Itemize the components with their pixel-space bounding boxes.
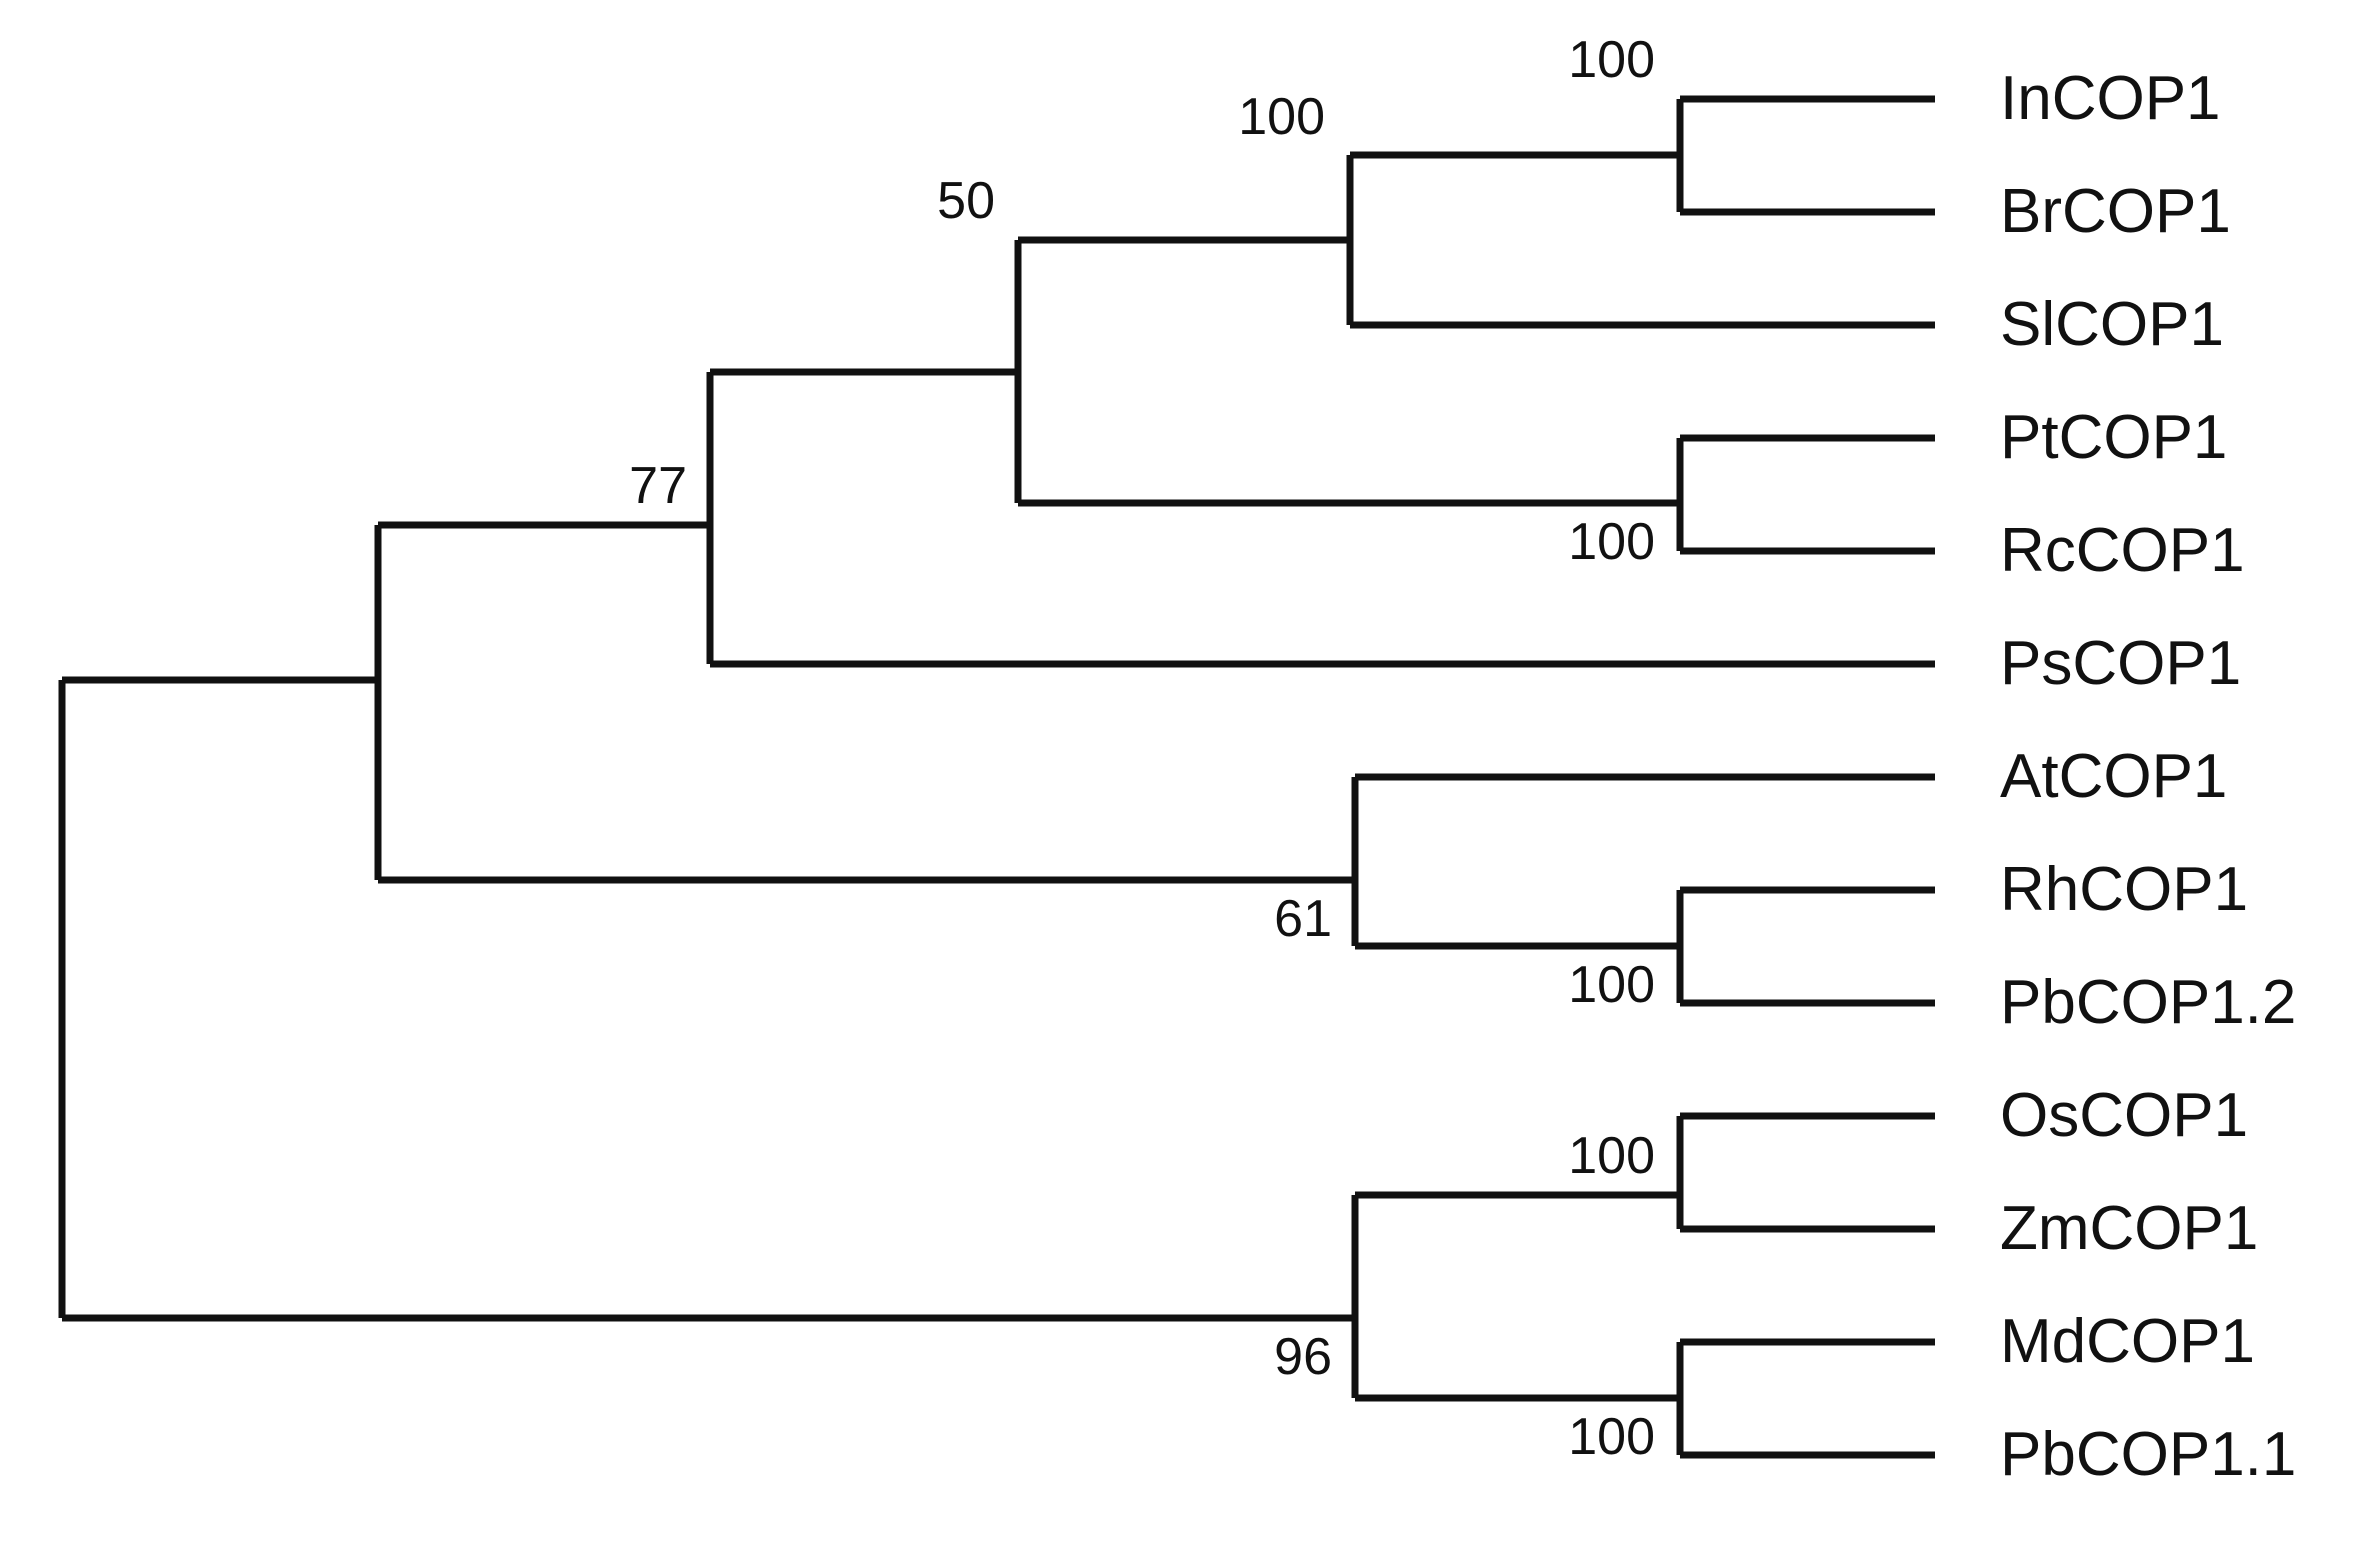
leaf-label-pbcop1-2: PbCOP1.2 [2000,968,2297,1037]
support-value-96-node: 96 [1274,1328,1332,1386]
leaf-label-incop1: InCOP1 [2000,64,2221,133]
leaf-label-slcop1: SlCOP1 [2000,290,2224,359]
support-value-incop1-brcop1: 100 [1568,31,1655,89]
leaf-label-atcop1: AtCOP1 [2000,742,2228,811]
leaf-label-zmcop1: ZmCOP1 [2000,1194,2259,1263]
support-value-ptcop1-rccop1: 100 [1568,513,1655,571]
support-value-50-node: 50 [937,172,995,230]
leaf-label-rccop1: RcCOP1 [2000,516,2245,585]
leaf-label-mdcop1: MdCOP1 [2000,1307,2255,1376]
support-value-oscop1-zmcop1: 100 [1568,1127,1655,1185]
leaf-label-pbcop1-1: PbCOP1.1 [2000,1420,2297,1489]
support-value-rhcop1-pbcop12: 100 [1568,956,1655,1014]
leaf-label-brcop1: BrCOP1 [2000,177,2231,246]
leaf-label-oscop1: OsCOP1 [2000,1081,2249,1150]
support-value-77-node: 77 [629,457,687,515]
leaf-label-ptcop1: PtCOP1 [2000,403,2228,472]
support-value-mdcop1-pbcop11: 100 [1568,1408,1655,1466]
support-value-61-node: 61 [1274,890,1332,948]
leaf-label-rhcop1: RhCOP1 [2000,855,2249,924]
branch-lines [58,95,1935,1459]
leaf-label-pscop1: PsCOP1 [2000,629,2242,698]
support-value-solanaceae: 100 [1238,88,1325,146]
